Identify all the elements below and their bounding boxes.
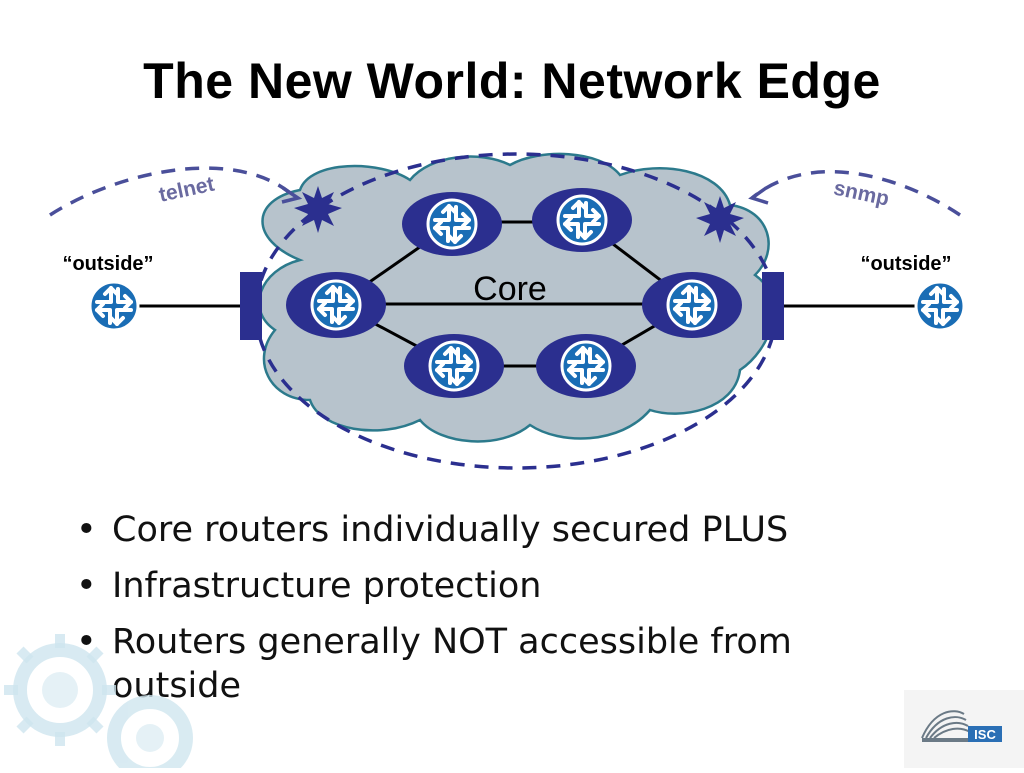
bullet-list: Core routers individually secured PLUS I… [72, 508, 932, 720]
core-label: Core [473, 270, 547, 308]
router-icon [532, 188, 632, 252]
router-icon [286, 272, 386, 338]
outside-router-icon-right [914, 280, 966, 332]
snmp-label: snmp [832, 177, 892, 211]
snmp-arc [750, 169, 961, 217]
telnet-label: telnet [157, 173, 217, 207]
bullet-item: Core routers individually secured PLUS [72, 508, 932, 552]
gears-decoration-icon [4, 634, 193, 768]
isc-logo: ISC [904, 690, 1024, 768]
edge-filter-icon-left [240, 272, 262, 340]
outside-router-icon-left [88, 280, 140, 332]
telnet-arc [49, 166, 298, 217]
slide-title: The New World: Network Edge [143, 53, 881, 109]
edge-filter-icon-right [762, 272, 784, 340]
right-outside-label: “outside” [860, 253, 951, 275]
router-icon [402, 192, 502, 256]
bullet-item: Routers generally NOT accessible from ou… [72, 620, 932, 708]
isc-logo-text: ISC [974, 727, 996, 742]
isc-logo-icon: ISC [921, 710, 1002, 742]
router-icon [642, 272, 742, 338]
bullet-item: Infrastructure protection [72, 564, 932, 608]
network-diagram: Core “outside” “outside” telnet snmp [49, 152, 966, 470]
router-icon [536, 334, 636, 398]
starburst-icon-right [696, 196, 744, 243]
left-outside-label: “outside” [62, 253, 153, 275]
router-icon [404, 334, 504, 398]
starburst-icon-left [294, 186, 342, 233]
